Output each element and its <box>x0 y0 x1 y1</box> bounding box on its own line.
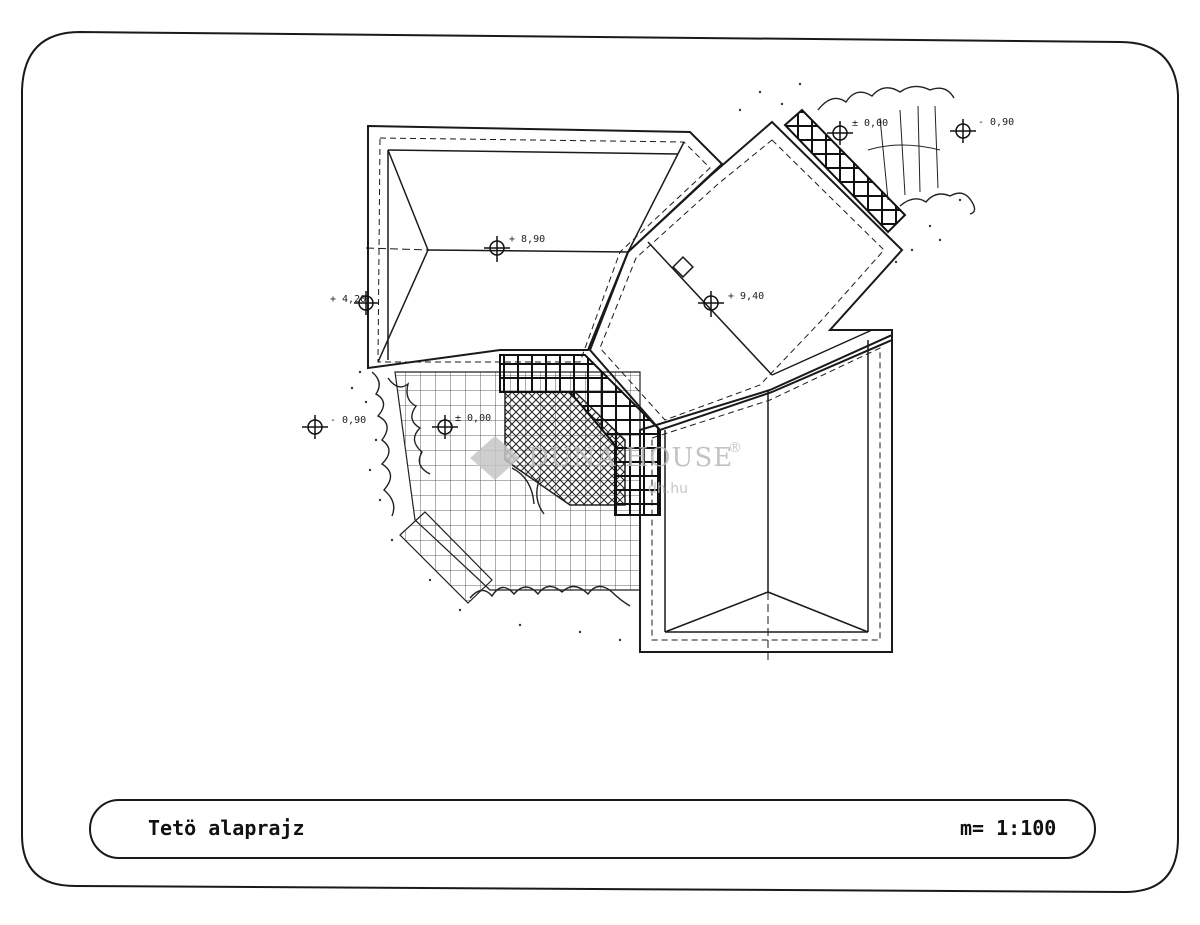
elevation-label-terrace-top: ± 0,00 <box>852 118 888 129</box>
vegetation-marks <box>371 85 976 607</box>
title-block: Tetö alaprajz m= 1:100 <box>89 799 1096 859</box>
terrace-tiled-area <box>394 354 661 604</box>
elevation-label-ground-top-right: - 0,90 <box>978 117 1014 128</box>
title-block-frame <box>89 799 1096 859</box>
watermark-logo-icon <box>470 436 520 480</box>
level-marker-terrace-top <box>827 121 853 145</box>
drawing-title: Tetö alaprajz <box>148 816 305 840</box>
roof-wing-diagonal <box>588 120 904 432</box>
watermark: DUNA HOUSE ® dh.hu <box>470 436 742 497</box>
level-marker-ground-top-right <box>950 119 976 143</box>
drawing-scale: m= 1:100 <box>960 816 1056 840</box>
elevation-label-eave: + 4,20 <box>330 294 366 305</box>
roof-wing-right <box>639 333 893 660</box>
watermark-brand: DUNA HOUSE <box>528 443 733 473</box>
level-marker-eave <box>354 291 378 315</box>
elevation-label-terrace-left: ± 0,00 <box>455 413 491 424</box>
roof-parapet <box>783 108 907 234</box>
stipple-dots <box>350 82 962 642</box>
level-marker-ridge-right <box>698 291 724 317</box>
watermark-reg-mark: ® <box>728 440 742 456</box>
elevation-label-ridge-right: + 9,40 <box>728 291 764 302</box>
watermark-site: dh.hu <box>648 481 688 497</box>
elevation-label-ridge-left: + 8,90 <box>509 234 545 245</box>
sheet-border <box>21 30 1179 894</box>
entrance-fan <box>867 105 941 201</box>
level-marker-terrace-left <box>432 415 458 439</box>
elevation-label-ground-left: - 0,90 <box>330 415 366 426</box>
level-marker-ground-left <box>302 415 328 439</box>
level-marker-ridge-left <box>484 236 510 262</box>
roof-wing-left <box>365 124 724 370</box>
